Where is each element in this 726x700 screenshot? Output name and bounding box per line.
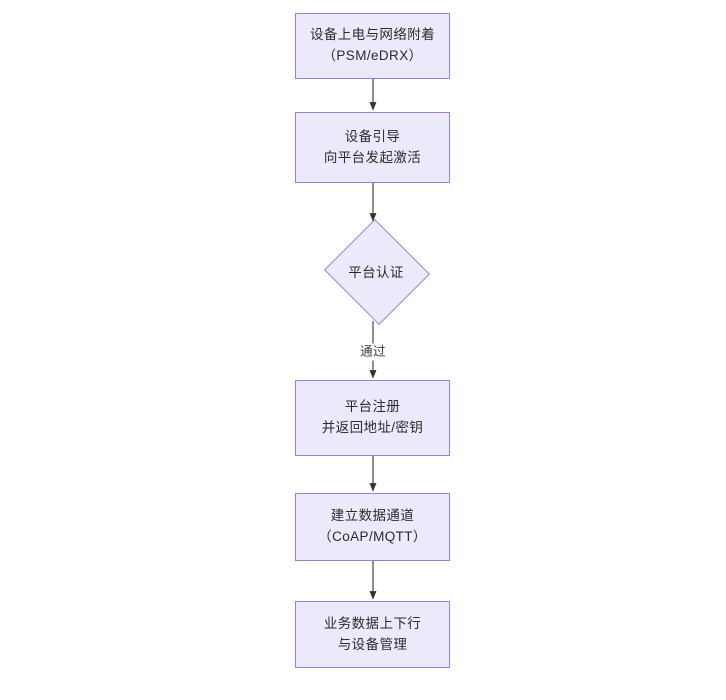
node-line-2: （PSM/eDRX） [322,48,423,63]
node-line-2: 向平台发起激活 [323,149,422,165]
node-line-1: 设备引导 [344,128,401,144]
node-platform-registration[interactable]: 平台注册 并返回地址/密钥 [295,380,450,456]
node-line-2: （CoAP/MQTT） [318,529,427,544]
node-line-1: 平台认证 [348,265,404,280]
node-line-1: 设备上电与网络附着 [309,27,436,43]
node-line-1: 业务数据上下行 [323,615,422,631]
node-business-data-and-device-management[interactable]: 业务数据上下行 与设备管理 [295,601,450,668]
node-line-1: 建立数据通道 [330,508,415,524]
edge-label-pass: 通过 [358,343,388,361]
node-platform-authentication[interactable]: 平台认证 [322,218,431,326]
node-device-power-on[interactable]: 设备上电与网络附着 （PSM/eDRX） [295,13,450,79]
node-line-2: 与设备管理 [337,636,408,652]
node-line-2: 并返回地址/密钥 [321,420,424,435]
node-device-bootstrap[interactable]: 设备引导 向平台发起激活 [295,112,450,183]
node-establish-data-channel[interactable]: 建立数据通道 （CoAP/MQTT） [295,493,450,561]
node-line-1: 平台注册 [344,399,401,415]
